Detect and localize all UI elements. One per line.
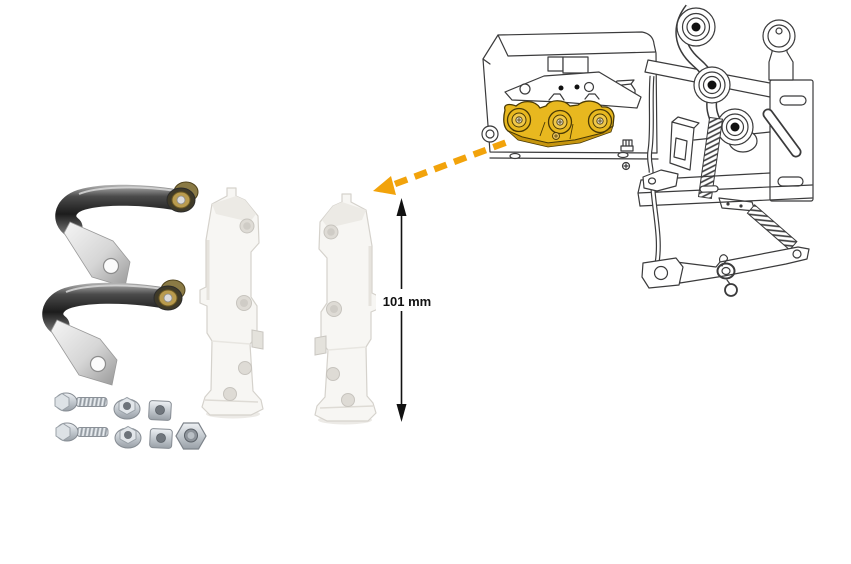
- mechanism-diagram: [481, 4, 814, 297]
- dimension-label: 101 mm: [383, 294, 431, 309]
- arrowhead-down-icon: [396, 404, 407, 422]
- flange-nut-1: [113, 396, 141, 420]
- highlighted-part: [503, 100, 615, 148]
- pulley-bottom: [716, 108, 758, 153]
- arrowhead-up-icon: [396, 198, 407, 216]
- base-plate: [637, 172, 813, 207]
- bracket-right: [313, 192, 380, 426]
- spring-clip-bottom: [51, 280, 185, 385]
- link-rod: [642, 75, 679, 264]
- callout-arrow: [373, 137, 512, 195]
- boss-screws: [506, 107, 613, 140]
- callout-arrowhead: [373, 176, 396, 195]
- grommet: [481, 125, 499, 143]
- side-plate: [762, 79, 814, 202]
- spring-clip-top: [64, 182, 198, 287]
- adjuster-comb: [620, 139, 634, 171]
- pulley-top: [676, 7, 716, 47]
- latch-plate: [504, 71, 642, 109]
- coil-spring-diagonal: [746, 204, 798, 251]
- pulley-middle: [693, 66, 731, 104]
- rod-guide-bracket: [642, 169, 679, 192]
- square-nut-2: [149, 428, 173, 449]
- flange-nut-2: [114, 425, 142, 449]
- cotter-pin: [716, 254, 738, 297]
- roller-right: [762, 19, 796, 81]
- slot-top: [779, 95, 807, 106]
- hex-nut: [175, 422, 207, 450]
- bracket-left: [198, 186, 265, 420]
- spring-anchor-bracket: [718, 197, 756, 212]
- release-lever: [641, 246, 810, 297]
- dimension-arrow: 101 mm: [376, 198, 440, 422]
- coil-spring-vertical: [697, 116, 724, 200]
- flange-screw-1: [54, 392, 108, 412]
- slot-bottom: [777, 176, 804, 187]
- square-nut-1: [148, 400, 172, 421]
- flange-screw-2: [55, 422, 109, 442]
